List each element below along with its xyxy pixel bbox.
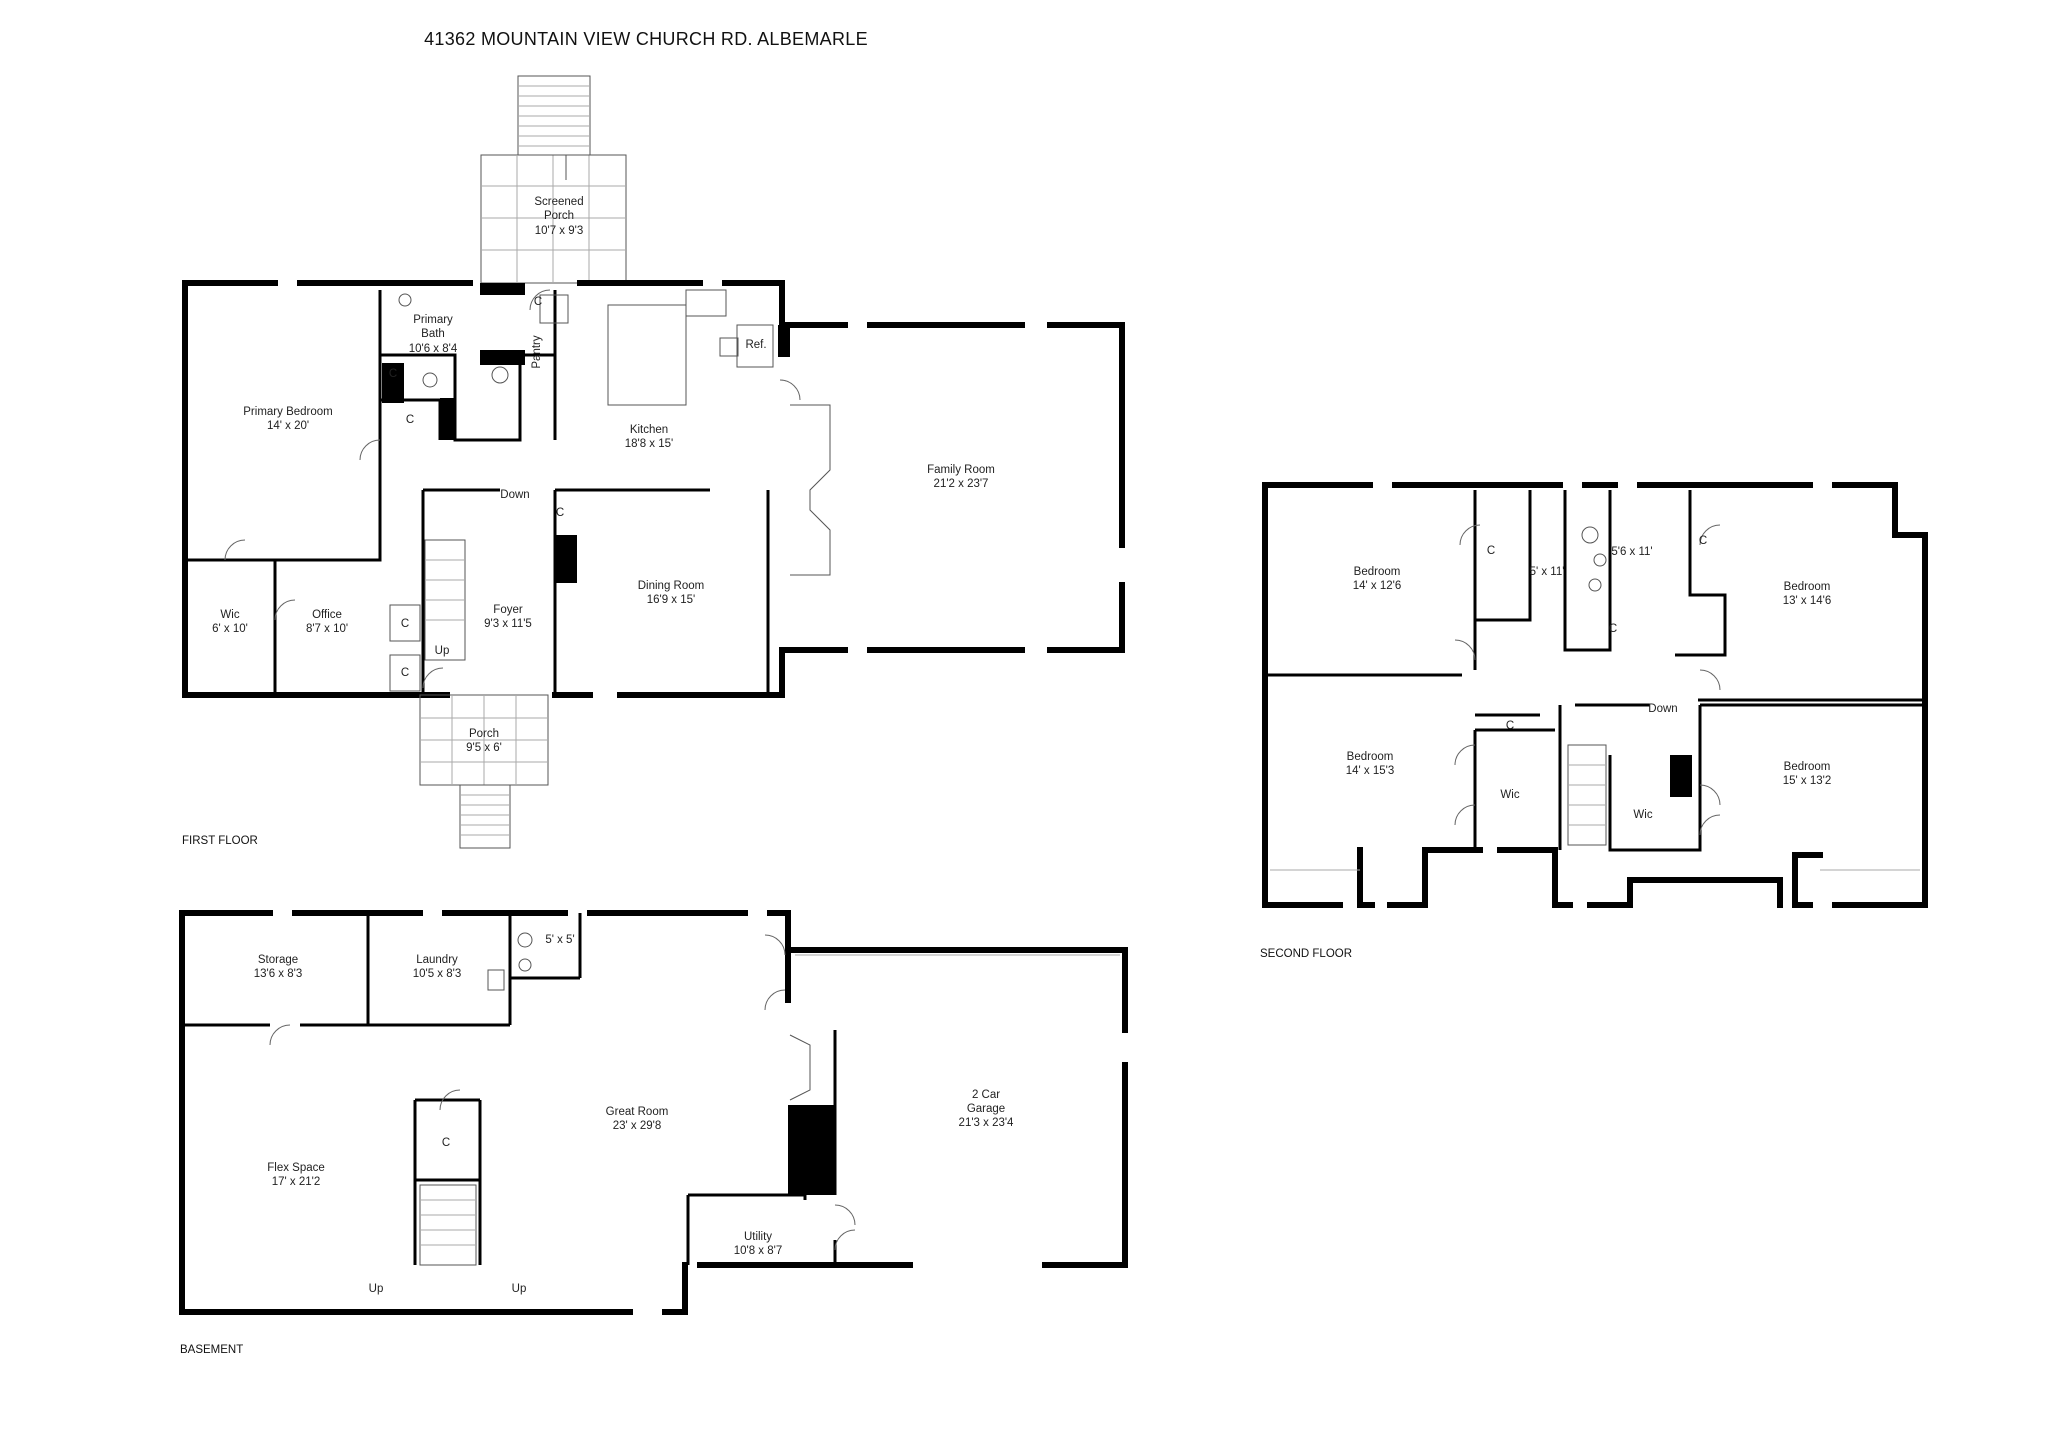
room-dim-porch: 9'5 x 6' <box>466 742 502 754</box>
closet-mark: C <box>556 507 564 519</box>
room-name-storage: Storage <box>258 954 298 966</box>
room-name-bedroom-sw: Bedroom <box>1347 751 1394 763</box>
stair-down-label: Down <box>1648 703 1677 715</box>
closet-mark: C <box>401 667 409 679</box>
room-name-foyer: Foyer <box>493 604 523 616</box>
room-name-dining-room: Dining Room <box>638 580 704 592</box>
room-dim-wic: 6' x 10' <box>212 623 248 635</box>
pantry-label: Pantry <box>531 335 543 368</box>
closet-mark: C <box>406 414 414 426</box>
closet-mark: C <box>389 368 397 380</box>
first-floor-label: FIRST FLOOR <box>182 835 258 847</box>
closet-mark: C <box>1699 535 1707 547</box>
second-floor-walls <box>1262 482 1928 908</box>
room-name-wic-a: Wic <box>1500 789 1519 801</box>
room-dim-bedroom-sw: 14' x 15'3 <box>1346 765 1395 777</box>
room-name-bedroom-se: Bedroom <box>1784 761 1831 773</box>
second-floor-plan: Bedroom 14' x 12'6 5' x 11' 5'6 x 11' Be… <box>1260 482 1928 960</box>
room-dim-bedroom-ne: 13' x 14'6 <box>1783 595 1832 607</box>
refrigerator-label: Ref. <box>745 339 766 351</box>
room-name-laundry: Laundry <box>416 954 458 966</box>
room-name-family-room: Family Room <box>927 464 995 476</box>
room-dim-office: 8'7 x 10' <box>306 623 348 635</box>
stair-up-label: Up <box>435 645 450 657</box>
room-name-primary-bedroom: Primary Bedroom <box>243 406 332 418</box>
room-dim-basement-bath: 5' x 5' <box>545 934 574 946</box>
room-dim-great-room: 23' x 29'8 <box>613 1120 662 1132</box>
room-dim-bath-a: 5' x 11' <box>1530 566 1565 578</box>
room-dim-laundry: 10'5 x 8'3 <box>413 968 462 980</box>
room-dim-screened-porch: 10'7 x 9'3 <box>535 225 584 237</box>
room-name-porch: Porch <box>469 728 499 740</box>
room-name-wic: Wic <box>220 609 239 621</box>
room-name-bedroom-nw: Bedroom <box>1354 566 1401 578</box>
basement-walls <box>179 910 1128 1315</box>
room-name-flex-space: Flex Space <box>267 1162 325 1174</box>
room-name-utility: Utility <box>744 1231 772 1243</box>
room-dim-flex-space: 17' x 21'2 <box>272 1176 321 1188</box>
room-dim-bath-b: 5'6 x 11' <box>1611 546 1652 558</box>
room-dim-primary-bedroom: 14' x 20' <box>267 420 309 432</box>
room-name-great-room: Great Room <box>606 1106 669 1118</box>
room-dim-garage: 21'3 x 23'4 <box>959 1117 1015 1129</box>
stair-down-label: Down <box>500 489 529 501</box>
room-dim-foyer: 9'3 x 11'5 <box>484 618 532 630</box>
screened-porch-structure <box>480 75 627 284</box>
closet-mark: C <box>442 1137 450 1149</box>
room-name-wic-b: Wic <box>1633 809 1652 821</box>
room-dim-bedroom-se: 15' x 13'2 <box>1783 775 1832 787</box>
closet-mark: C <box>401 618 409 630</box>
closet-mark: C <box>1487 545 1495 557</box>
stair-up-right-label: Up <box>512 1283 527 1295</box>
basement-label: BASEMENT <box>180 1344 243 1356</box>
basement-plan: Storage 13'6 x 8'3 Laundry 10'5 x 8'3 5'… <box>179 910 1128 1356</box>
room-name-office: Office <box>312 609 342 621</box>
room-dim-bedroom-nw: 14' x 12'6 <box>1353 580 1402 592</box>
stair-up-left-label: Up <box>369 1283 384 1295</box>
room-dim-family-room: 21'2 x 23'7 <box>934 478 989 490</box>
second-floor-label: SECOND FLOOR <box>1260 948 1352 960</box>
room-name-bedroom-ne: Bedroom <box>1784 581 1831 593</box>
room-dim-storage: 13'6 x 8'3 <box>254 968 303 980</box>
room-name-kitchen: Kitchen <box>630 424 668 436</box>
room-dim-utility: 10'8 x 8'7 <box>734 1245 783 1257</box>
closet-mark: C <box>534 296 542 308</box>
basement-interior-walls <box>182 913 1120 1266</box>
room-dim-kitchen: 18'8 x 15' <box>625 438 674 450</box>
first-floor-interior-walls <box>185 283 831 695</box>
front-porch-structure <box>419 694 549 849</box>
room-dim-primary-bath: 10'6 x 8'4 <box>409 343 458 355</box>
room-dim-dining-room: 16'9 x 15' <box>647 594 696 606</box>
closet-mark: C <box>1609 623 1617 635</box>
second-floor-interior-walls <box>1265 490 1925 871</box>
first-floor-walls <box>182 280 1125 698</box>
closet-mark: C <box>1506 720 1514 732</box>
property-title: 41362 MOUNTAIN VIEW CHURCH RD. ALBEMARLE <box>424 29 868 49</box>
